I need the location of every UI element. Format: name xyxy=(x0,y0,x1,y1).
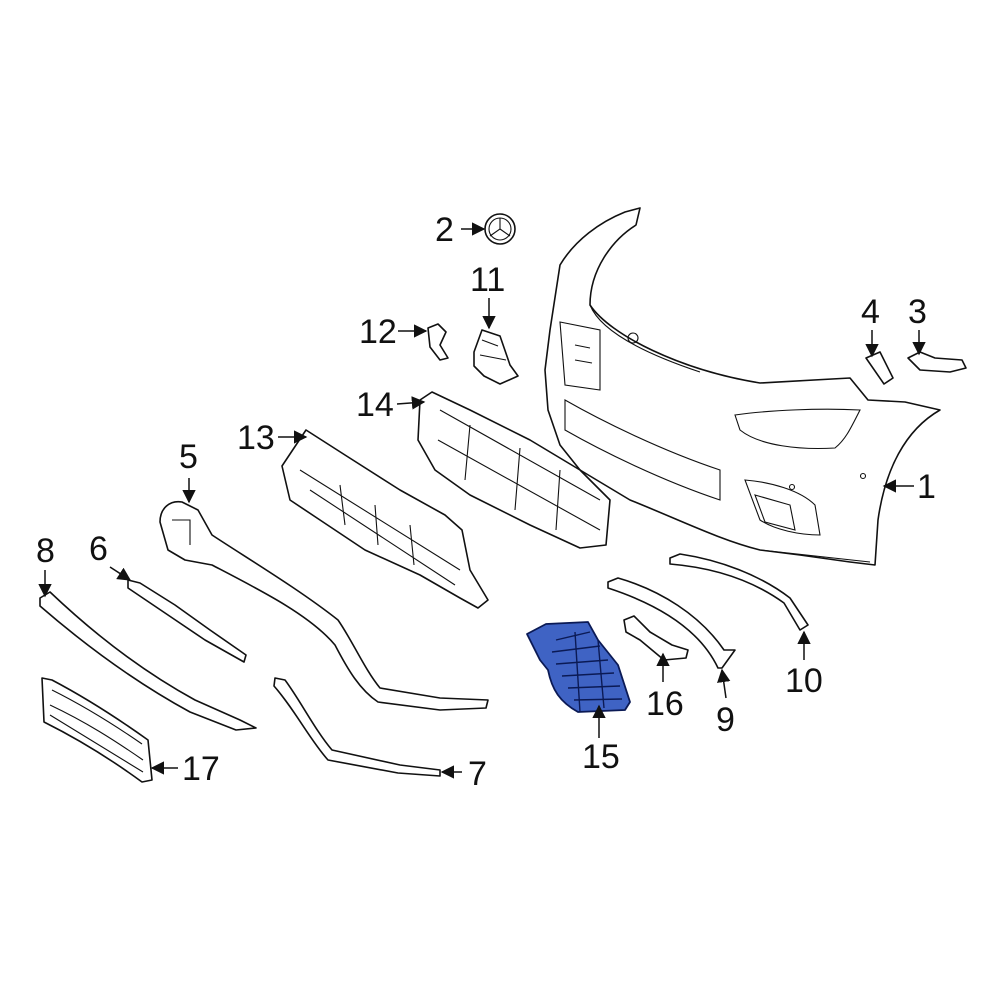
grille-insert-part-17[interactable] xyxy=(41,677,153,783)
callout-9: 9 xyxy=(716,701,735,739)
bracket-part-11[interactable] xyxy=(473,329,519,385)
callout-2: 2 xyxy=(435,211,454,249)
callout-1: 1 xyxy=(917,468,936,506)
callout-8: 8 xyxy=(36,532,55,570)
moulding-part-10[interactable] xyxy=(669,553,809,631)
callout-10: 10 xyxy=(785,662,823,700)
bracket-part-3[interactable] xyxy=(907,351,967,373)
emblem-part[interactable] xyxy=(484,213,516,245)
bracket-part-16[interactable] xyxy=(623,615,689,661)
absorber-grid-part-13[interactable] xyxy=(281,429,489,609)
callout-labels: 1 2 3 4 5 6 7 8 9 10 11 12 13 14 15 16 1… xyxy=(36,211,936,793)
callout-15: 15 xyxy=(582,738,620,776)
moulding-part-9[interactable] xyxy=(607,577,736,669)
leader-lines xyxy=(38,222,926,779)
callout-7: 7 xyxy=(468,755,487,793)
clip-part-4[interactable] xyxy=(865,351,894,385)
callout-6: 6 xyxy=(89,530,108,568)
absorber-part-14[interactable] xyxy=(417,391,611,549)
bumper-cover-part[interactable] xyxy=(544,207,941,566)
callout-4: 4 xyxy=(861,293,880,331)
trim-strip-part-7[interactable] xyxy=(273,677,441,777)
bracket-part-12[interactable] xyxy=(427,323,449,361)
callout-13: 13 xyxy=(237,419,275,457)
trim-strip-part-8[interactable] xyxy=(39,591,257,731)
callout-16: 16 xyxy=(646,685,684,723)
grille-part-15-highlighted[interactable] xyxy=(526,621,631,713)
trim-strip-part-6[interactable] xyxy=(127,579,247,663)
callout-5: 5 xyxy=(179,438,198,476)
callout-14: 14 xyxy=(356,386,394,424)
lower-spoiler-part[interactable] xyxy=(159,500,489,711)
callout-11: 11 xyxy=(470,261,505,299)
callout-17: 17 xyxy=(182,750,220,788)
callout-12: 12 xyxy=(359,313,397,351)
callout-3: 3 xyxy=(908,293,927,331)
